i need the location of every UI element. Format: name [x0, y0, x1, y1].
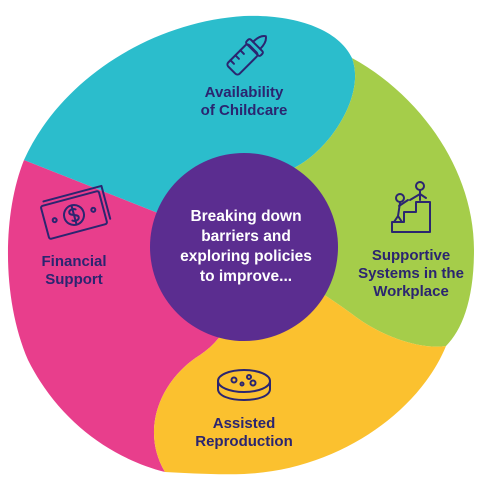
segment-1-line-3: Workplace — [373, 283, 449, 300]
segment-1-line-1: Supportive — [372, 247, 450, 264]
people-climbing-steps-icon — [391, 181, 431, 233]
center-text: Breaking down barriers and exploring pol… — [180, 208, 312, 285]
segment-2-line-1: Assisted — [213, 415, 276, 432]
baby-bottle-icon — [226, 35, 267, 76]
petri-dish-icon — [217, 369, 271, 401]
segment-3-line-2: Support — [45, 271, 103, 288]
label-supportive-systems: Supportive Systems in the Workplace — [358, 247, 464, 300]
center-line-1: Breaking down — [190, 208, 301, 225]
segment-3-line-1: Financial — [41, 253, 106, 270]
segment-2-line-2: Reproduction — [195, 433, 293, 450]
center-circle — [150, 153, 338, 341]
segment-assisted-reproduction — [153, 247, 446, 475]
center-line-4: to improve... — [200, 268, 292, 285]
segment-0-line-1: Availability — [205, 84, 284, 101]
label-availability-of-childcare: Availability of Childcare — [201, 84, 288, 119]
segment-0-line-2: of Childcare — [201, 102, 288, 119]
label-assisted-reproduction: Assisted Reproduction — [195, 415, 293, 450]
segment-1-line-2: Systems in the — [358, 265, 464, 282]
label-financial-support: Financial Support — [41, 253, 106, 288]
money-bill-icon — [40, 184, 112, 240]
segment-availability-of-childcare — [24, 15, 356, 247]
center-line-2: barriers and — [201, 228, 291, 245]
center-line-3: exploring policies — [180, 248, 312, 265]
